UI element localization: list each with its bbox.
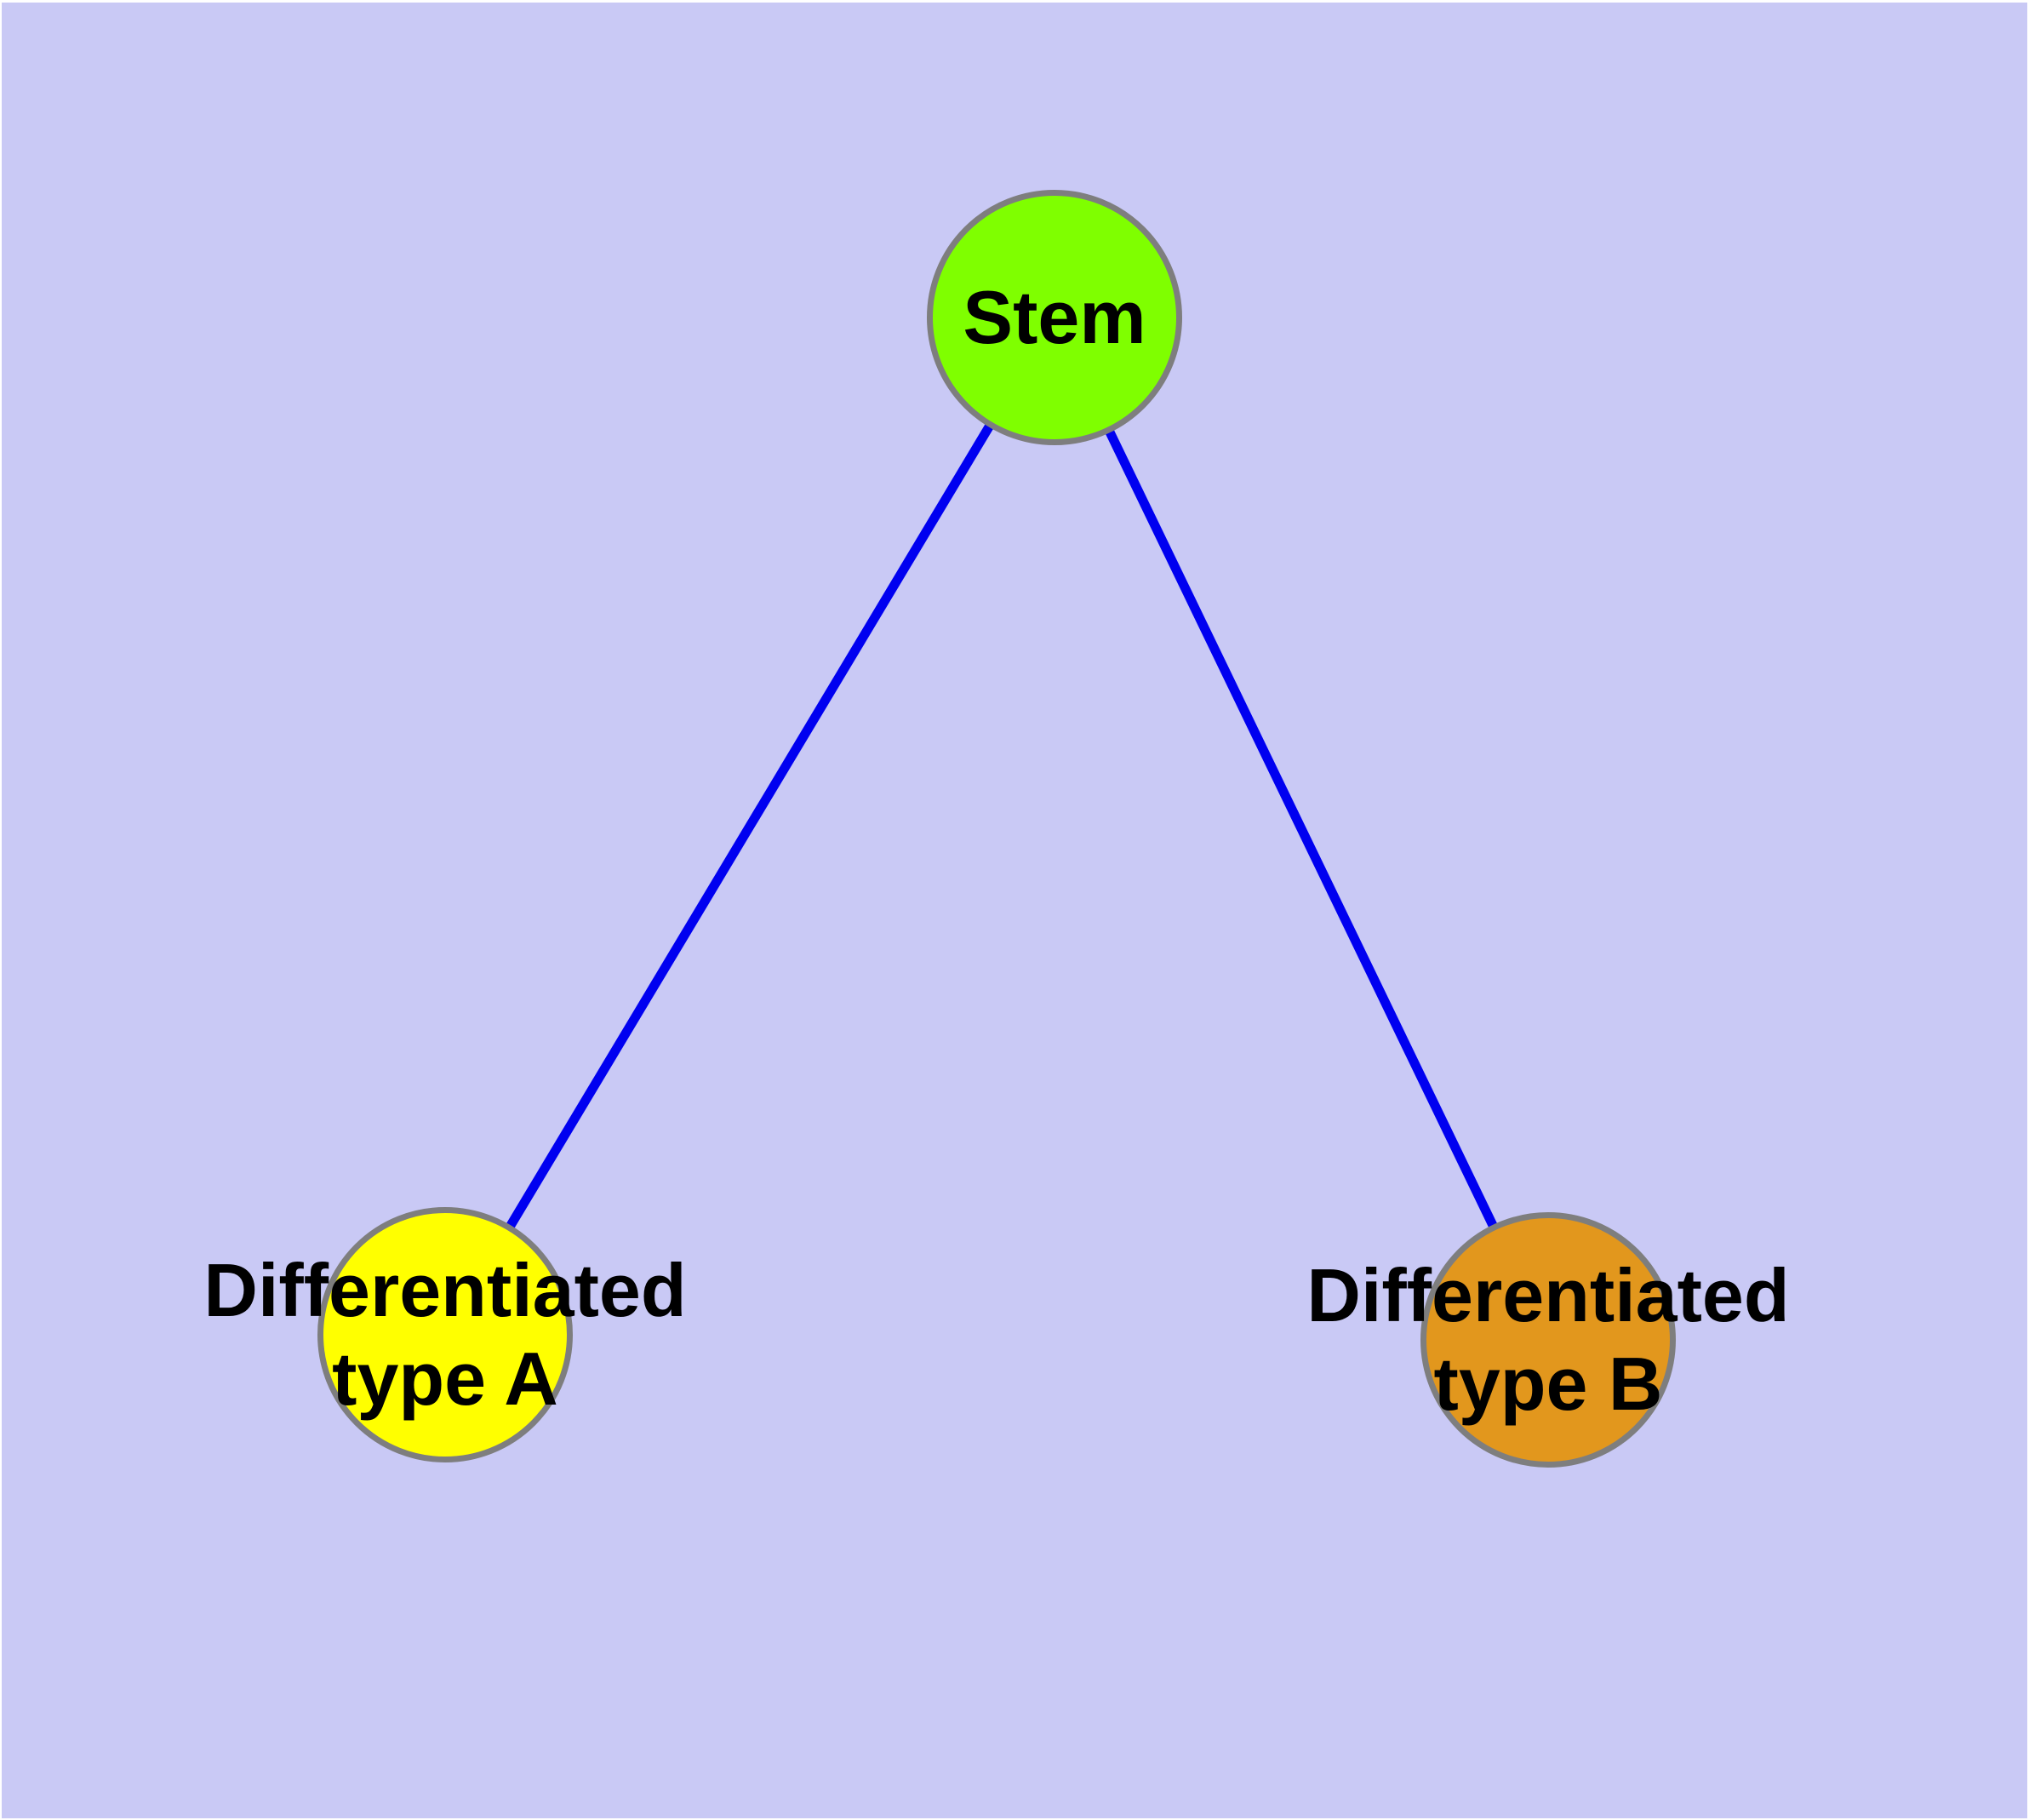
node-differentiated-type-b: Differentiated type B [1306,1212,1790,1468]
node-differentiated-type-a-label-line-2: type A [332,1336,558,1421]
node-differentiated-type-a: Differentiated type A [203,1207,687,1462]
edge-stem-to-type-a [441,315,1059,1337]
node-differentiated-type-a-label: Differentiated type A [203,1246,686,1423]
node-differentiated-type-b-label: Differentiated type B [1306,1251,1789,1428]
node-differentiated-type-b-label-line-1: Differentiated [1306,1253,1790,1338]
node-differentiated-type-b-label-line-2: type B [1433,1342,1663,1426]
node-stem: Stem [927,190,1182,445]
node-stem-label: Stem [963,273,1146,362]
edge-stem-to-type-b [1050,315,1552,1342]
node-differentiated-type-a-label-line-1: Differentiated [203,1248,687,1333]
edge-layer [441,315,1552,1342]
node-stem-label-line: Stem [963,275,1146,360]
diagram-canvas: Stem Differentiated type A Differentiate… [2,3,2027,1818]
